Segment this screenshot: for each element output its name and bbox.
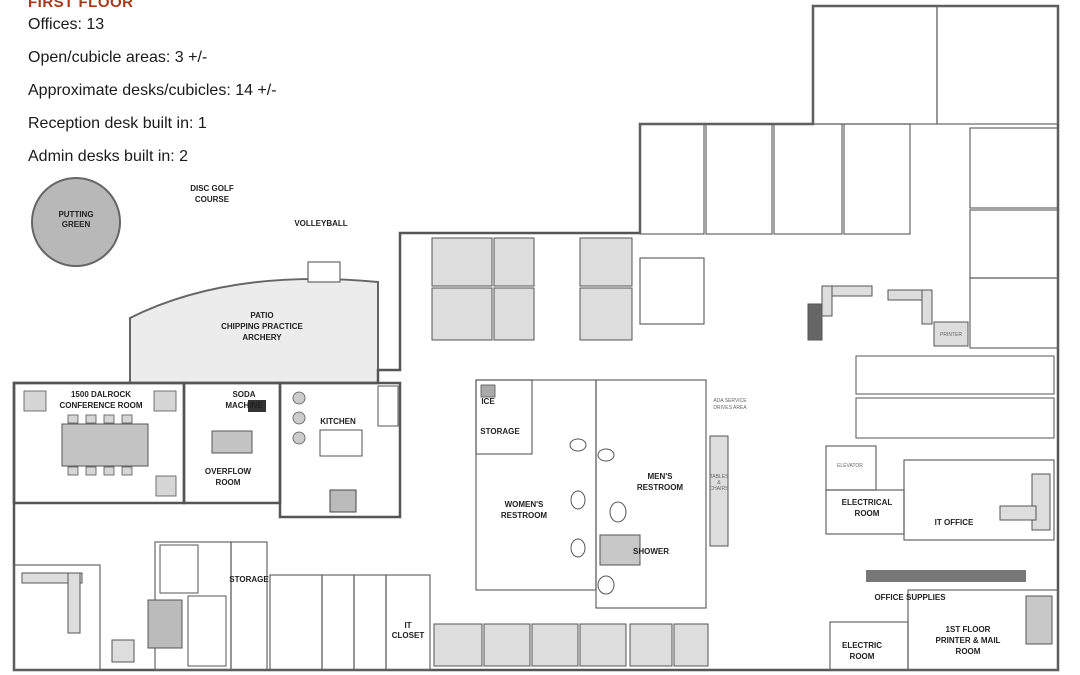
label-mens: MEN'S (647, 472, 673, 481)
label-printer-mail-2: PRINTER & MAIL (936, 636, 1001, 645)
kitchen (278, 381, 402, 519)
kitchen-counter (377, 385, 399, 427)
conference-table (61, 423, 149, 467)
label-printer-mail: 1ST FLOOR (946, 625, 991, 634)
kitchen-island (319, 429, 363, 457)
label-electrical: ELECTRICAL (842, 498, 893, 507)
label-electrical-2: ROOM (855, 509, 880, 518)
label-electric: ELECTRIC (842, 641, 882, 650)
label-ada: ADA SERVICE (713, 398, 747, 404)
label-office-supplies: OFFICE SUPPLIES (874, 593, 946, 602)
label-it-closet-2: CLOSET (392, 631, 425, 640)
label-tables-2: & (717, 480, 721, 486)
stat-admin-desks: Admin desks built in: 2 (28, 148, 189, 165)
stairs-left (159, 544, 227, 667)
office-supplies-counter (866, 570, 1026, 582)
label-tables-3: CHAIRS (710, 486, 730, 492)
label-ice: ICE (481, 397, 495, 406)
label-conference: 1500 DALROCK (71, 390, 131, 399)
cubicle-cluster-upper (431, 237, 633, 341)
label-soda-2: MACHINE (225, 401, 263, 410)
stat-offices: Offices: 13 (28, 16, 105, 33)
label-volleyball: VOLLEYBALL (294, 219, 347, 228)
patio-gate (307, 261, 341, 283)
label-storage-lower: STORAGE (229, 575, 269, 584)
stat-desks: Approximate desks/cubicles: 14 +/- (28, 82, 277, 99)
label-storage-upper: STORAGE (480, 427, 520, 436)
cubicle-row-bottom (433, 623, 709, 667)
label-disc-golf-2: COURSE (195, 195, 230, 204)
label-overflow-2: ROOM (216, 478, 241, 487)
restroom-fixtures (569, 438, 627, 595)
service-rooms (825, 445, 1055, 541)
label-soda: SODA (232, 390, 255, 399)
shower-stall (599, 534, 641, 566)
lower-left-furniture (21, 572, 183, 663)
overflow-table (211, 430, 253, 454)
it-office-desks (999, 473, 1051, 531)
kitchen-stove (329, 489, 357, 513)
label-shower: SHOWER (633, 547, 669, 556)
label-conference-2: CONFERENCE ROOM (59, 401, 142, 410)
label-ada-2: DRIVES AREA (713, 405, 747, 411)
floor-stats: Offices: 13 Open/cubicle areas: 3 +/- Ap… (28, 14, 277, 179)
label-disc-golf: DISC GOLF (190, 184, 234, 193)
tables-chairs-storage (709, 435, 729, 547)
stairs-right (855, 355, 1055, 439)
label-overflow: OVERFLOW (205, 467, 252, 476)
label-elevator: ELEVATOR (837, 463, 863, 469)
label-it-office: IT OFFICE (935, 518, 974, 527)
label-kitchen: KITCHEN (320, 417, 356, 426)
floor-heading: FIRST FLOOR (28, 0, 134, 11)
label-patio-3: ARCHERY (242, 333, 282, 342)
printer-mail-unit (1025, 595, 1053, 645)
kitchen-stools (292, 391, 306, 445)
conference-chairs (23, 390, 177, 497)
label-it-closet: IT (404, 621, 411, 630)
label-printer-mail-3: ROOM (956, 647, 981, 656)
patio-area (129, 277, 379, 384)
upper-offices (639, 5, 1059, 349)
label-electric-2: ROOM (850, 652, 875, 661)
bottom-right-rooms (829, 589, 1059, 671)
label-patio-2: CHIPPING PRACTICE (221, 322, 303, 331)
label-putting: PUTTING (58, 210, 93, 219)
label-womens: WOMEN'S (505, 500, 544, 509)
restrooms (475, 379, 707, 609)
label-printer: PRINTER (940, 332, 962, 338)
stat-open-areas: Open/cubicle areas: 3 +/- (28, 49, 208, 66)
ice-machine (480, 384, 496, 398)
lower-left-rooms (13, 541, 431, 671)
label-womens-2: RESTROOM (501, 511, 548, 520)
label-tables: TABLES (710, 474, 729, 480)
room-labels: DISC GOLF COURSE PUTTING GREEN VOLLEYBAL… (58, 184, 1000, 661)
stat-reception-desk: Reception desk built in: 1 (28, 115, 207, 132)
label-mens-2: RESTROOM (637, 483, 684, 492)
right-desks (807, 285, 969, 347)
label-putting-2: GREEN (62, 220, 91, 229)
label-patio: PATIO (250, 311, 273, 320)
putting-green (31, 177, 121, 267)
soda-machine (248, 400, 266, 412)
